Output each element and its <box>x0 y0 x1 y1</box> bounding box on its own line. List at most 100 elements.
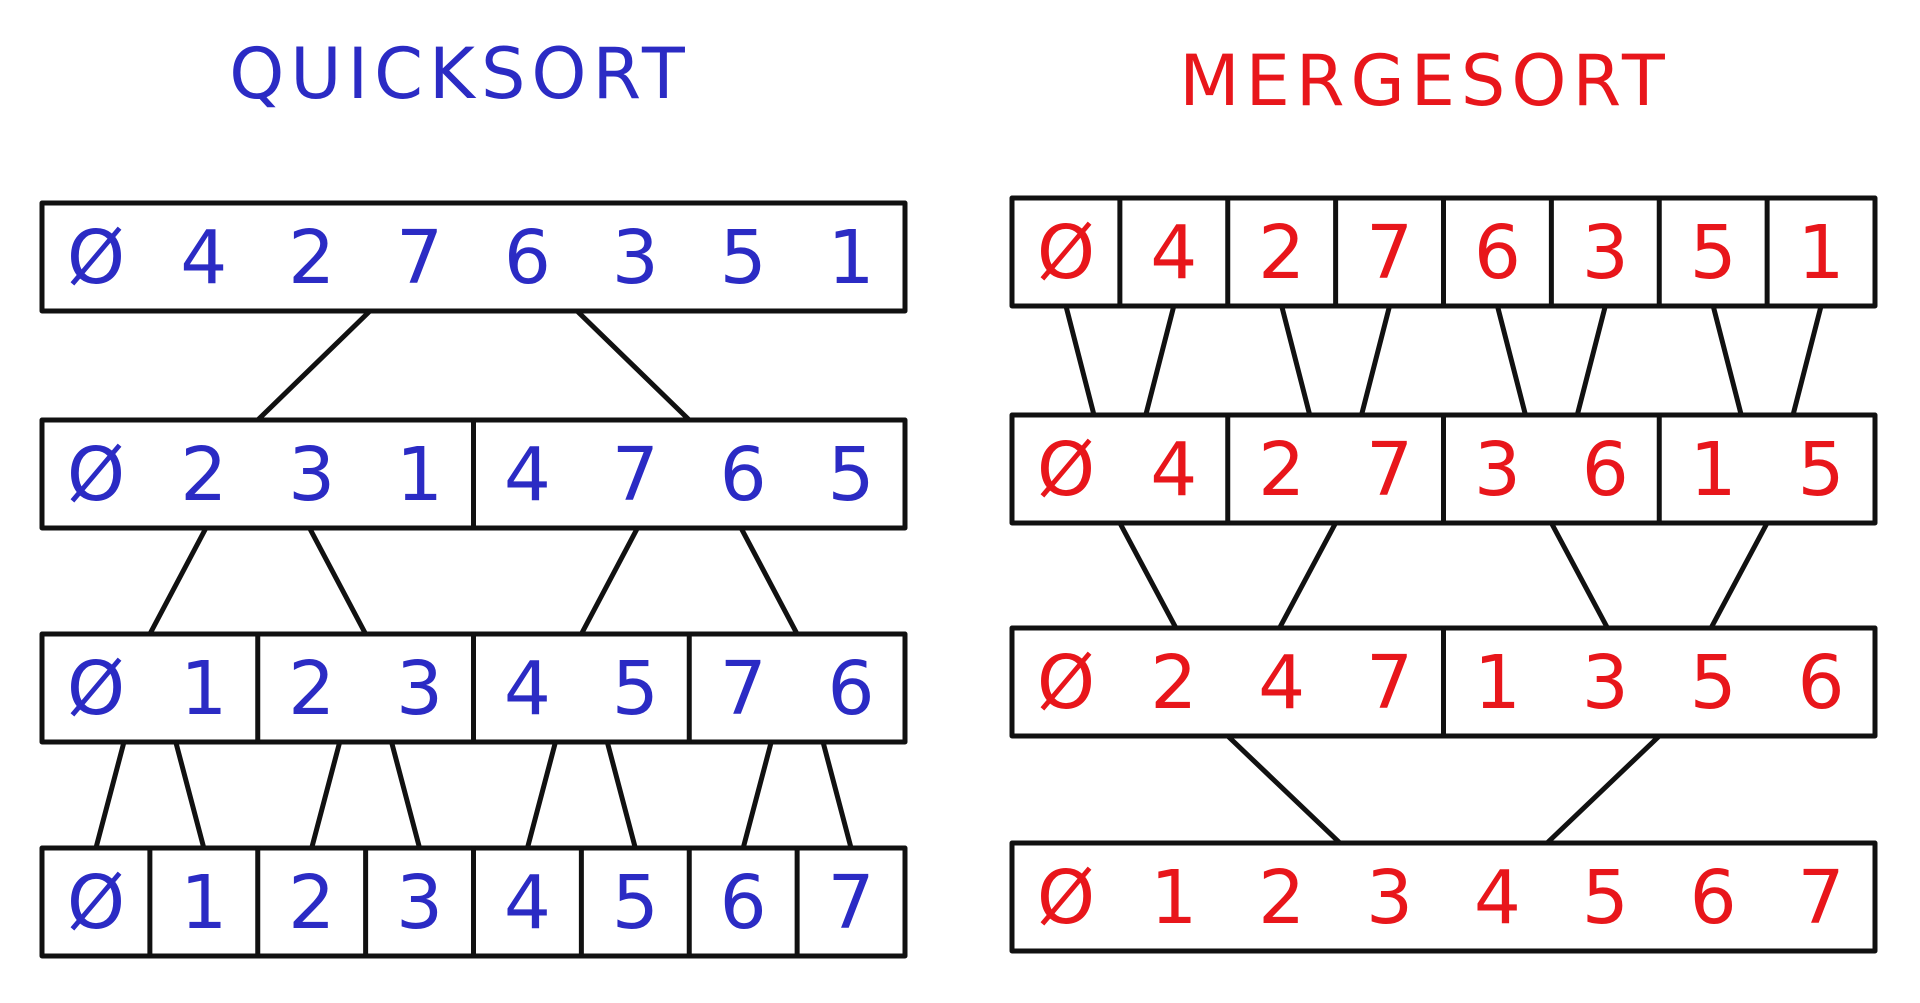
element-value: 1 <box>396 432 443 518</box>
merge-line <box>1143 303 1177 418</box>
element-value: 5 <box>720 215 767 301</box>
split-line <box>93 739 127 851</box>
element-value: 4 <box>1258 640 1305 726</box>
merge-line <box>1225 733 1343 846</box>
element-value: 6 <box>1690 855 1737 941</box>
split-line <box>578 525 640 637</box>
quicksort-title: QUICKSORT <box>229 33 691 115</box>
merge-line <box>1494 303 1528 418</box>
element-value: 1 <box>828 215 875 301</box>
element-value: 7 <box>1366 427 1413 513</box>
element-value: 2 <box>1150 640 1197 726</box>
element-value: 2 <box>1258 210 1305 296</box>
element-value: 1 <box>1150 855 1197 941</box>
element-value: Ø <box>1037 855 1095 941</box>
element-value: 6 <box>1474 210 1521 296</box>
element-value: 1 <box>1798 210 1845 296</box>
split-line <box>738 525 800 637</box>
split-line <box>307 525 369 637</box>
element-value: 4 <box>504 860 551 946</box>
element-value: 4 <box>504 646 551 732</box>
element-value: 5 <box>1582 855 1629 941</box>
element-value: 2 <box>1258 855 1305 941</box>
split-line <box>740 739 774 851</box>
element-value: 4 <box>504 432 551 518</box>
split-line <box>173 739 207 851</box>
element-value: Ø <box>67 432 125 518</box>
element-value: 6 <box>720 860 767 946</box>
split-line <box>255 308 373 423</box>
element-value: Ø <box>67 215 125 301</box>
element-value: 6 <box>828 646 875 732</box>
element-value: Ø <box>1037 640 1095 726</box>
element-value: 3 <box>1366 855 1413 941</box>
element-value: 1 <box>180 646 227 732</box>
element-value: 4 <box>180 215 227 301</box>
merge-line <box>1359 303 1393 418</box>
merge-line <box>1063 303 1097 418</box>
element-value: 7 <box>612 432 659 518</box>
element-value: 5 <box>828 432 875 518</box>
element-value: 3 <box>396 860 443 946</box>
element-value: Ø <box>1037 210 1095 296</box>
split-line <box>574 308 692 423</box>
split-line <box>820 739 854 851</box>
element-value: 1 <box>180 860 227 946</box>
element-value: 1 <box>1690 427 1737 513</box>
element-value: 6 <box>504 215 551 301</box>
merge-line <box>1790 303 1824 418</box>
element-value: 7 <box>1366 640 1413 726</box>
element-value: 3 <box>396 646 443 732</box>
element-value: Ø <box>1037 427 1095 513</box>
element-value: 7 <box>396 215 443 301</box>
element-value: 5 <box>612 860 659 946</box>
element-value: 6 <box>720 432 767 518</box>
element-value: 3 <box>612 215 659 301</box>
merge-line <box>1574 303 1608 418</box>
element-value: 4 <box>1150 210 1197 296</box>
element-value: 7 <box>1366 210 1413 296</box>
split-line <box>604 739 638 851</box>
element-value: 2 <box>180 432 227 518</box>
element-value: 1 <box>1474 640 1521 726</box>
element-value: 7 <box>828 860 875 946</box>
element-value: 7 <box>720 646 767 732</box>
split-line <box>147 525 209 637</box>
element-value: Ø <box>67 646 125 732</box>
element-value: 5 <box>612 646 659 732</box>
split-line <box>389 739 423 851</box>
element-value: Ø <box>67 860 125 946</box>
merge-line <box>1277 520 1339 631</box>
element-value: 7 <box>1798 855 1845 941</box>
element-value: 3 <box>1582 640 1629 726</box>
merge-line <box>1117 520 1179 631</box>
element-value: 5 <box>1798 427 1845 513</box>
split-line <box>524 739 558 851</box>
element-value: 6 <box>1798 640 1845 726</box>
element-value: 4 <box>1474 855 1521 941</box>
element-value: 2 <box>288 860 335 946</box>
element-value: 2 <box>288 646 335 732</box>
element-value: 5 <box>1690 640 1737 726</box>
merge-line <box>1710 303 1744 418</box>
element-value: 2 <box>288 215 335 301</box>
merge-line <box>1279 303 1313 418</box>
element-value: 3 <box>1474 427 1521 513</box>
element-value: 4 <box>1150 427 1197 513</box>
mergesort-merge-lines <box>1063 303 1824 846</box>
level-box <box>39 200 908 314</box>
mergesort-title: MERGESORT <box>1179 40 1671 122</box>
merge-line <box>1544 733 1662 846</box>
level-box <box>1009 840 1878 954</box>
element-value: 5 <box>1690 210 1737 296</box>
merge-line <box>1708 520 1770 631</box>
element-value: 3 <box>288 432 335 518</box>
element-value: 6 <box>1582 427 1629 513</box>
